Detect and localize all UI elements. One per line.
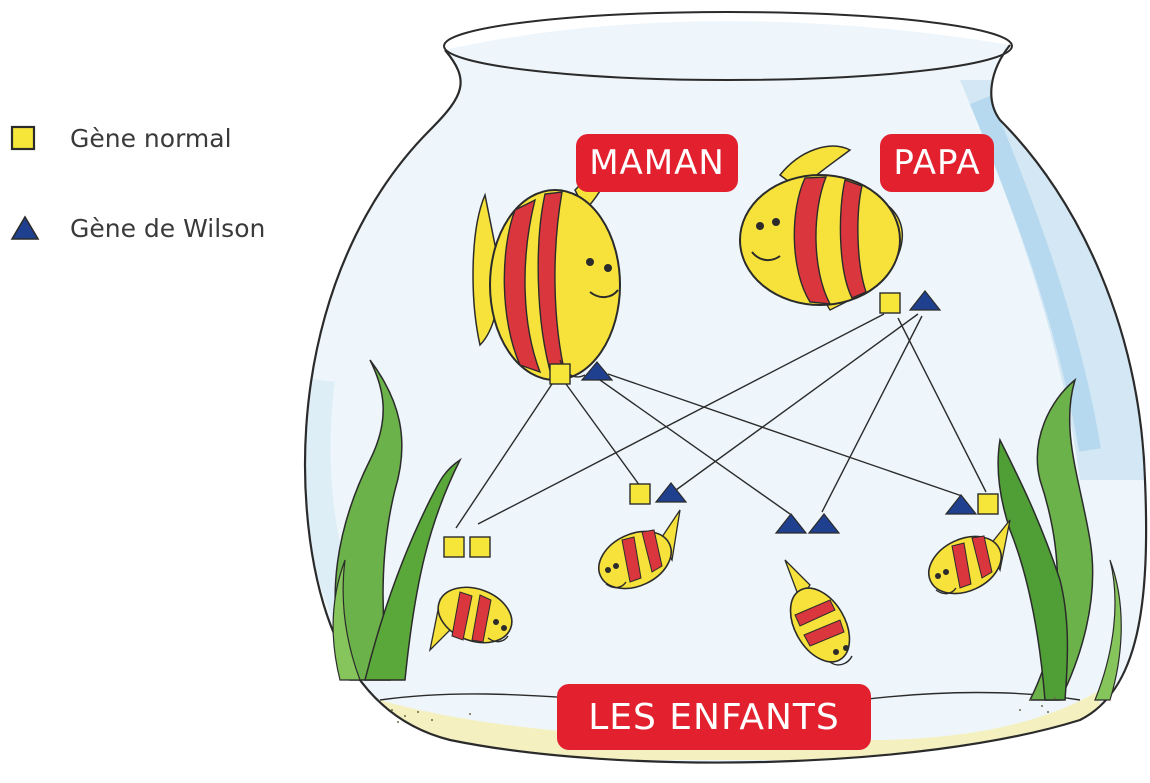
papa-label: PAPA [880,134,994,192]
bowl-water [290,0,1150,779]
legend-wilson-label: Gène de Wilson [70,214,265,243]
yellow-square-icon [10,123,48,153]
maman-normal-gene-square [550,364,570,384]
child2-gene-1-square [630,484,650,504]
child1-gene-2-square [470,537,490,557]
child4-gene-2-square [978,494,998,514]
legend-item-normal: Gène normal [10,123,232,153]
legend-normal-label: Gène normal [70,124,232,153]
child1-gene-1-square [444,537,464,557]
maman-label: MAMAN [576,134,738,192]
legend-item-wilson: Gène de Wilson [10,213,265,243]
papa-normal-gene-square [880,293,900,313]
blue-triangle-icon [10,213,48,243]
children-label: LES ENFANTS [557,684,871,750]
